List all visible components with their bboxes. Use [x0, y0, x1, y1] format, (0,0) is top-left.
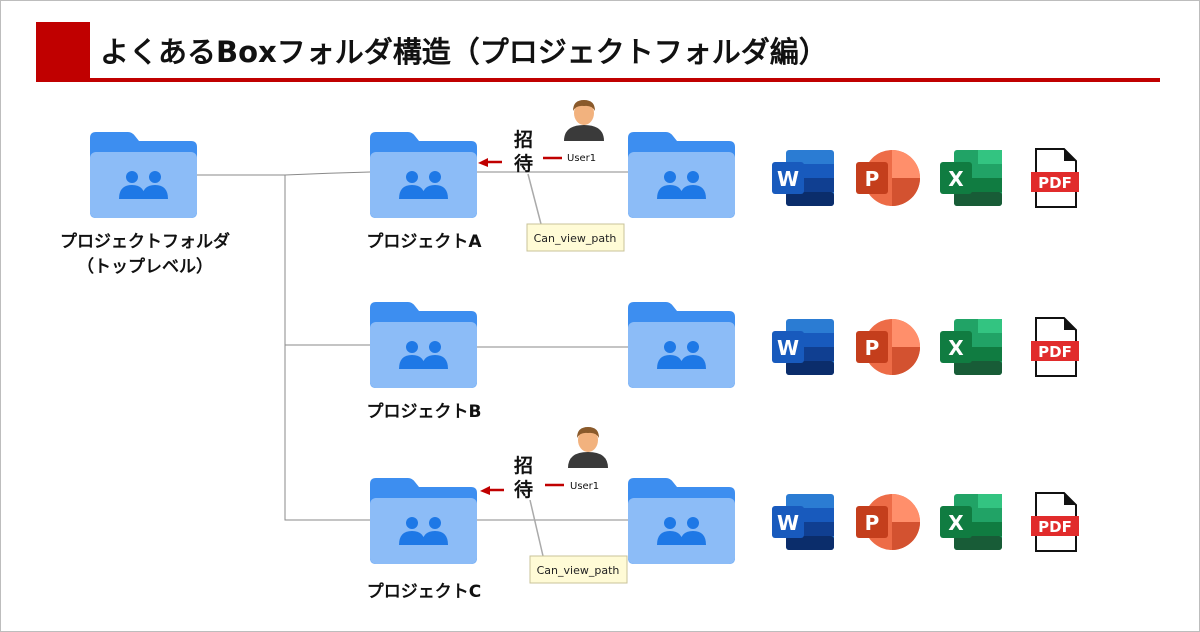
- permission-label: Can_view_path: [534, 232, 617, 245]
- project-a-label: プロジェクトA: [366, 231, 482, 252]
- user-icon: [564, 100, 604, 141]
- invite-char-1: 招: [514, 128, 533, 151]
- title-accent-block: [36, 22, 90, 80]
- permission-callout: [529, 555, 628, 584]
- user-name: User1: [567, 153, 596, 164]
- word-letter: W: [777, 511, 799, 535]
- pdf-label: PDF: [1038, 343, 1072, 361]
- excel-letter: X: [948, 167, 964, 191]
- word-letter: W: [777, 336, 799, 360]
- project-c-subfolder-icon[interactable]: [628, 478, 735, 564]
- arrow-head-icon: [478, 158, 488, 167]
- tree-lines: [197, 171, 628, 521]
- top-level-folder-icon[interactable]: [90, 132, 197, 218]
- title-underline: [36, 78, 1160, 82]
- permission-label: Can_view_path: [537, 564, 620, 577]
- powerpoint-letter: P: [865, 167, 880, 191]
- powerpoint-letter: P: [865, 336, 880, 360]
- callout-pointer: [529, 499, 544, 557]
- invite-char-1: 招: [514, 454, 533, 477]
- pdf-label: PDF: [1038, 174, 1072, 192]
- project-b-label: プロジェクトB: [367, 401, 482, 422]
- project-row-c: プロジェクトC W P X PDF 招 待 User1 Can_view_pat…: [367, 427, 1080, 602]
- callout-pointer: [527, 173, 542, 225]
- pdf-label: PDF: [1038, 518, 1072, 536]
- user-icon: [568, 427, 608, 468]
- project-c-folder-icon[interactable]: [370, 478, 477, 564]
- project-a-subfolder-icon[interactable]: [628, 132, 735, 218]
- project-b-subfolder-icon[interactable]: [628, 302, 735, 388]
- project-b-folder-icon[interactable]: [370, 302, 477, 388]
- project-row-a: プロジェクトA W P X PDF 招 待 User1 Can_view_pat…: [366, 100, 1080, 252]
- invite-char-2: 待: [514, 478, 533, 501]
- project-a-folder-icon[interactable]: [370, 132, 477, 218]
- powerpoint-letter: P: [865, 511, 880, 535]
- invite-char-2: 待: [514, 152, 533, 175]
- project-c-label: プロジェクトC: [367, 581, 481, 602]
- arrow-head-icon: [480, 486, 490, 495]
- user-name: User1: [570, 481, 599, 492]
- excel-letter: X: [948, 336, 964, 360]
- project-row-b: プロジェクトB W P X PDF: [367, 302, 1080, 422]
- excel-letter: X: [948, 511, 964, 535]
- page-title: よくあるBoxフォルダ構造（プロジェクトフォルダ編）: [100, 35, 828, 69]
- word-letter: W: [777, 167, 799, 191]
- permission-callout: [526, 223, 625, 252]
- top-folder-sublabel: （トップレベル）: [77, 256, 213, 277]
- top-folder-label: プロジェクトフォルダ: [60, 231, 230, 252]
